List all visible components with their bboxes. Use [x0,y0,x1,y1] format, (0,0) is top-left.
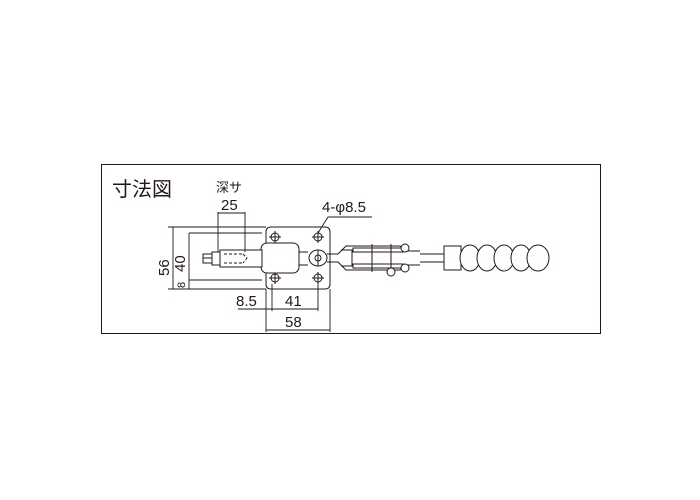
plunger-rod [219,249,263,268]
hole-pitch: 41 [285,293,302,310]
depth-label: 深サ [216,180,242,195]
base-plate [265,226,331,290]
depth-value: 25 [221,197,238,214]
handle-grip [443,244,550,272]
drawing-title: 寸法図 [112,178,172,201]
offset-bottom: 8 [176,282,188,288]
dimension-lines [168,212,372,332]
base-width: 58 [285,314,302,331]
offset-left: 8.5 [236,293,257,310]
mounting-holes [269,231,324,284]
height-total: 56 [156,259,173,276]
drawing-frame [101,164,601,334]
holes-label: 4-φ8.5 [322,199,366,216]
height-inner: 40 [172,255,189,272]
plunger-body [260,242,300,274]
